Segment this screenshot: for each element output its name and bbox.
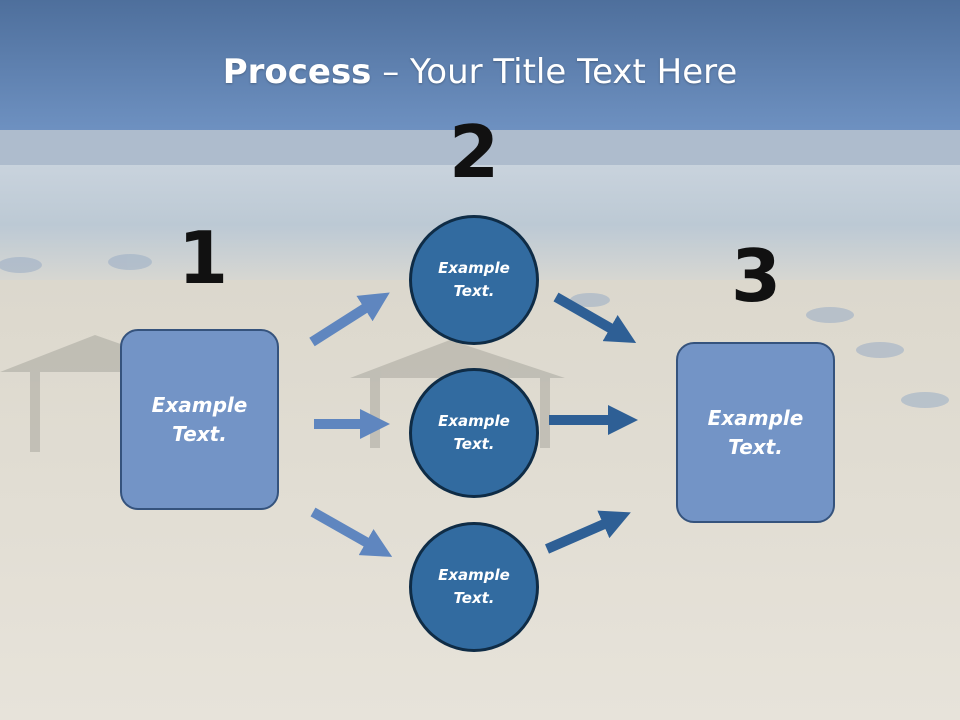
arrow-top-to-right bbox=[553, 292, 637, 343]
step-1-box: Example Text. bbox=[120, 329, 279, 510]
step-number-3: 3 bbox=[731, 234, 782, 318]
title-bold-word: Process bbox=[222, 52, 372, 92]
step-number-1: 1 bbox=[178, 216, 229, 300]
arrow-left-to-top bbox=[309, 292, 390, 347]
step-2-circle-middle: Example Text. bbox=[409, 368, 539, 498]
step-2-circle-bottom: Example Text. bbox=[409, 522, 539, 652]
slide-title: Process – Your Title Text Here bbox=[0, 52, 960, 92]
title-rest: – Your Title Text Here bbox=[371, 52, 738, 92]
step-2-circle-top: Example Text. bbox=[409, 215, 539, 345]
step-3-box: Example Text. bbox=[676, 342, 835, 523]
arrow-left-to-bottom bbox=[310, 507, 393, 557]
arrow-bottom-to-right bbox=[544, 510, 631, 554]
step-number-2: 2 bbox=[449, 110, 500, 194]
